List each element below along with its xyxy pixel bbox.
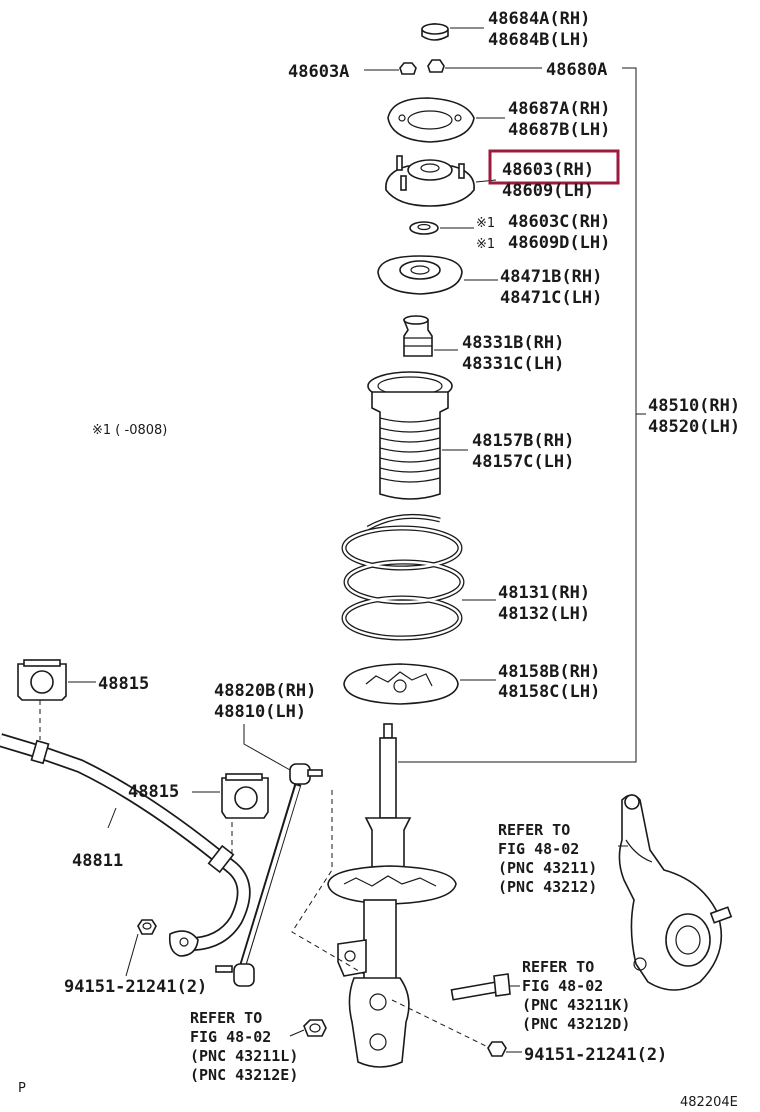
bump-stopper-part[interactable] (402, 315, 458, 357)
label-48609-lh[interactable]: 48609(LH) (502, 181, 594, 201)
figure-code: 482204E (680, 1095, 738, 1110)
coil-spring-part[interactable] (341, 513, 496, 641)
refer-2-line-3[interactable]: (PNC 43211K) (522, 996, 630, 1014)
nut-strut-left-part[interactable] (303, 1019, 327, 1037)
stabilizer-bushing-right-part[interactable] (192, 773, 269, 819)
shock-absorber-part[interactable] (327, 723, 457, 1068)
label-48157c[interactable]: 48157C(LH) (472, 452, 574, 472)
label-48687b[interactable]: 48687B(LH) (508, 120, 610, 140)
nut-48603a-part[interactable] (364, 62, 417, 75)
refer-1-line-1[interactable]: REFER TO (498, 821, 570, 839)
nut-94151-right-part[interactable] (487, 1041, 522, 1057)
dust-boot-part[interactable] (367, 371, 468, 500)
highlight-box (488, 149, 620, 185)
refer-1-line-2[interactable]: FIG 48-02 (498, 840, 579, 858)
refer-2-line-1[interactable]: REFER TO (522, 958, 594, 976)
label-48158c[interactable]: 48158C(LH) (498, 682, 600, 702)
label-48471b[interactable]: 48471B(RH) (500, 267, 602, 287)
label-48131[interactable]: 48131(RH) (498, 583, 590, 603)
bearing-part[interactable] (377, 255, 498, 295)
support-plate-part[interactable] (387, 97, 505, 143)
steering-knuckle-part[interactable] (618, 794, 733, 991)
label-48603-rh[interactable]: 48603(RH) (502, 160, 594, 180)
spring-insulator-part[interactable] (343, 663, 496, 705)
label-48603c[interactable]: 48603C(RH) (508, 212, 610, 232)
nut-94151-left-part[interactable] (125, 919, 157, 977)
refer-3-line-2[interactable]: FIG 48-02 (190, 1028, 271, 1046)
dust-cap-part[interactable] (421, 23, 484, 41)
label-48603a[interactable]: 48603A (288, 62, 349, 82)
refer-3-line-1[interactable]: REFER TO (190, 1009, 262, 1027)
label-48132[interactable]: 48132(LH) (498, 604, 590, 624)
refer-1-line-4[interactable]: (PNC 43212) (498, 878, 597, 896)
stabilizer-bar-part[interactable] (0, 733, 251, 957)
corner-mark: P (18, 1081, 26, 1096)
label-48684a[interactable]: 48684A(RH) (488, 9, 590, 29)
refer-3-line-4[interactable]: (PNC 43212E) (190, 1066, 298, 1084)
label-48157b[interactable]: 48157B(RH) (472, 431, 574, 451)
label-48158b[interactable]: 48158B(RH) (498, 662, 600, 682)
strut-bolt-part[interactable] (450, 973, 520, 1001)
label-94151-right[interactable]: 94151-21241(2) (524, 1045, 667, 1065)
refer-1-line-3[interactable]: (PNC 43211) (498, 859, 597, 877)
label-48520[interactable]: 48520(LH) (648, 417, 740, 437)
label-48687a[interactable]: 48687A(RH) (508, 99, 610, 119)
washer-part[interactable] (409, 221, 474, 235)
refer-2-line-2[interactable]: FIG 48-02 (522, 977, 603, 995)
assembly-bracket (398, 67, 646, 763)
refer-2-line-4[interactable]: (PNC 43212D) (522, 1015, 630, 1033)
strut-mount-part[interactable] (385, 155, 497, 207)
label-48820b[interactable]: 48820B(RH) (214, 681, 316, 701)
mark-note-1a: ※1 (476, 216, 495, 231)
stabilizer-link-part[interactable] (215, 724, 323, 987)
label-94151-left[interactable]: 94151-21241(2) (64, 977, 207, 997)
label-48510[interactable]: 48510(RH) (648, 396, 740, 416)
footnote-1: ※1 ( -0808) (92, 423, 167, 438)
label-48331c[interactable]: 48331C(LH) (462, 354, 564, 374)
nut-48680a-part[interactable] (427, 59, 542, 73)
label-48609d[interactable]: 48609D(LH) (508, 233, 610, 253)
label-48471c[interactable]: 48471C(LH) (500, 288, 602, 308)
refer-3-line-3[interactable]: (PNC 43211L) (190, 1047, 298, 1065)
mark-note-1b: ※1 (476, 237, 495, 252)
label-48811[interactable]: 48811 (72, 851, 123, 871)
label-48815-mid[interactable]: 48815 (128, 782, 179, 802)
label-48684b[interactable]: 48684B(LH) (488, 30, 590, 50)
label-48815-top[interactable]: 48815 (98, 674, 149, 694)
label-48680a[interactable]: 48680A (546, 60, 607, 80)
label-48331b[interactable]: 48331B(RH) (462, 333, 564, 353)
stabilizer-bushing-left-part[interactable] (17, 659, 96, 701)
label-48810[interactable]: 48810(LH) (214, 702, 306, 722)
